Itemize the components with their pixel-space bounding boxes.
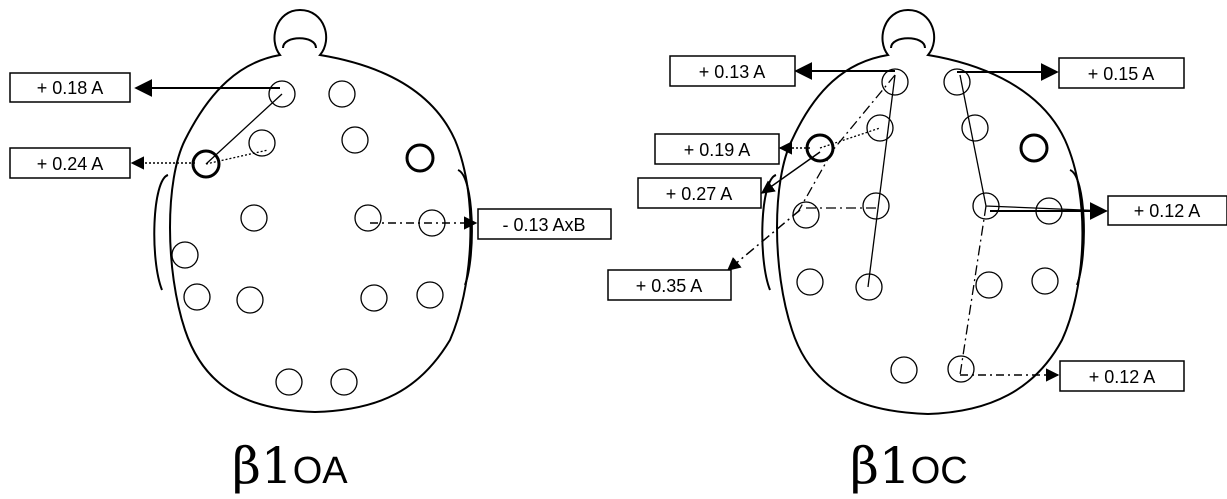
- value-label: + 0.13 A: [699, 62, 766, 82]
- electrode: [417, 282, 443, 308]
- connection-line: [868, 75, 895, 287]
- label-box: + 0.13 A: [670, 56, 795, 86]
- electrode: [184, 284, 210, 310]
- electrode: [976, 272, 1002, 298]
- head-diagram-oa: + 0.18 A + 0.24 A - 0.13 AxB β1OA: [10, 10, 611, 495]
- nose-detail: [891, 38, 925, 48]
- label-box: + 0.24 A: [10, 148, 130, 178]
- head-outline: [170, 10, 470, 412]
- label-box: - 0.13 AxB: [478, 209, 611, 239]
- value-label: + 0.27 A: [666, 184, 733, 204]
- electrode: [1032, 268, 1058, 294]
- label-box: + 0.12 A: [1060, 361, 1184, 391]
- value-label: - 0.13 AxB: [502, 215, 585, 235]
- electrode: [793, 202, 819, 228]
- connection-line: [960, 75, 1107, 211]
- electrode: [355, 205, 381, 231]
- electrode: [331, 369, 357, 395]
- electrode: [361, 285, 387, 311]
- value-label: + 0.18 A: [37, 78, 104, 98]
- left-ear: [154, 175, 168, 290]
- figure-caption: β1OA: [232, 437, 348, 495]
- label-box: + 0.15 A: [1059, 58, 1184, 88]
- value-label: + 0.24 A: [37, 154, 104, 174]
- value-label: + 0.12 A: [1134, 201, 1201, 221]
- electrode: [237, 287, 263, 313]
- value-label: + 0.15 A: [1088, 64, 1155, 84]
- label-box: + 0.18 A: [10, 73, 130, 102]
- electrode: [797, 269, 823, 295]
- label-box: + 0.12 A: [1108, 196, 1227, 225]
- value-label: + 0.35 A: [636, 276, 703, 296]
- electrode: [342, 127, 368, 153]
- label-box: + 0.19 A: [655, 134, 779, 164]
- electrode: [172, 242, 198, 268]
- connection-line: [960, 206, 986, 375]
- value-label: + 0.12 A: [1089, 367, 1156, 387]
- electrode: [276, 369, 302, 395]
- electrode-grid-oa: [172, 81, 445, 395]
- electrode: [891, 357, 917, 383]
- head-diagram-oc: + 0.13 A + 0.15 A + 0.19 A + 0.27 A + 0.…: [608, 10, 1227, 495]
- value-label: + 0.19 A: [684, 140, 751, 160]
- electrode: [249, 130, 275, 156]
- label-box: + 0.35 A: [608, 270, 731, 300]
- electrode: [882, 69, 908, 95]
- electrode-grid-oc: [793, 69, 1062, 383]
- nose-detail: [283, 38, 316, 48]
- label-box: + 0.27 A: [638, 178, 761, 208]
- electrode: [329, 81, 355, 107]
- highlighted-electrode: [407, 145, 433, 171]
- electrode: [241, 205, 267, 231]
- electrode: [962, 115, 988, 141]
- electrode: [863, 193, 889, 219]
- figure-caption: β1OC: [850, 437, 968, 495]
- highlighted-electrode: [1021, 135, 1047, 161]
